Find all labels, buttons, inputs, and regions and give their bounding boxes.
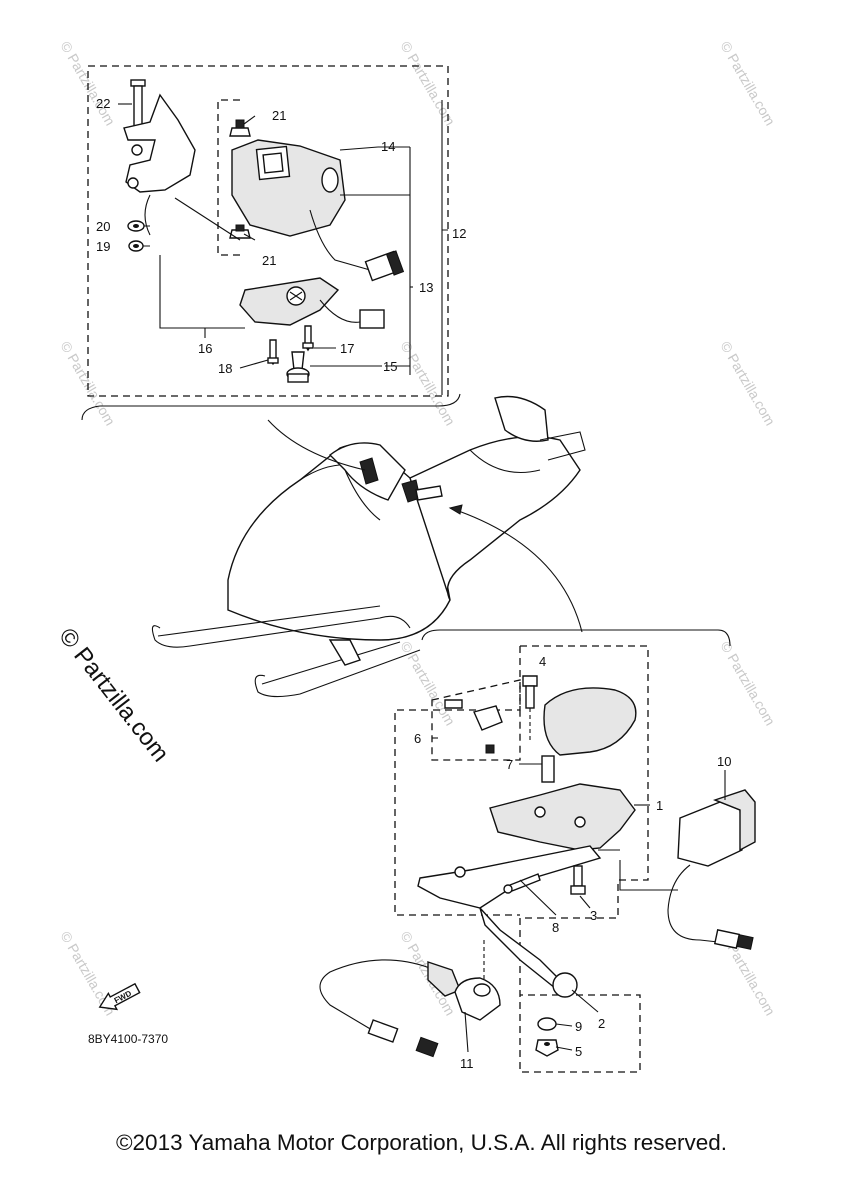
callout-6: 6 xyxy=(414,731,421,746)
callout-14: 14 xyxy=(381,139,395,154)
callout-10: 10 xyxy=(717,754,731,769)
callout-11: 11 xyxy=(460,1056,474,1071)
callout-17: 17 xyxy=(340,341,354,356)
watermark: © Partzilla.com xyxy=(397,639,458,729)
callout-12: 12 xyxy=(452,226,466,241)
diagram-code: 8BY4100-7370 xyxy=(88,1032,168,1046)
callout-19: 19 xyxy=(96,239,110,254)
upper-inset-bracket xyxy=(81,393,461,421)
switch-11 xyxy=(319,940,501,1058)
screw-18 xyxy=(267,339,279,366)
lower-callouts: 4 6 7 1 10 3 8 2 9 5 11 xyxy=(414,654,731,1071)
watermark-large: © Partzilla.com xyxy=(53,623,174,767)
watermark: © Partzilla.com xyxy=(717,339,778,429)
callout-21-bottom: 21 xyxy=(262,253,276,268)
callout-3: 3 xyxy=(590,908,597,923)
callout-20: 20 xyxy=(96,219,110,234)
washer-9 xyxy=(537,1017,557,1031)
switch-10 xyxy=(667,789,756,950)
callout-9: 9 xyxy=(575,1019,582,1034)
lever-cover xyxy=(543,687,637,756)
watermark: © Partzilla.com xyxy=(717,639,778,729)
upper-inset-frame xyxy=(87,65,449,397)
connector-cover-16 xyxy=(359,309,385,329)
screw-8 xyxy=(503,873,541,894)
watermark: © Partzilla.com xyxy=(397,339,458,429)
watermark: © Partzilla.com xyxy=(717,39,778,129)
callout-21-top: 21 xyxy=(272,108,286,123)
cover-16 xyxy=(239,277,340,326)
upper-inset xyxy=(81,65,461,421)
brake-lever-2 xyxy=(417,845,602,909)
upper-callouts: 22 21 14 12 20 19 21 13 16 17 18 15 xyxy=(96,96,466,376)
screw-15 xyxy=(286,351,310,383)
callout-7: 7 xyxy=(506,757,513,772)
bolt-3 xyxy=(570,865,586,895)
snowmobile-outline xyxy=(151,395,586,698)
callout-22: 22 xyxy=(96,96,110,111)
callout-4: 4 xyxy=(539,654,546,669)
bolt-4 xyxy=(522,675,538,740)
callout-13: 13 xyxy=(419,280,433,295)
watermark: © Partzilla.com xyxy=(397,39,458,129)
callout-18: 18 xyxy=(218,361,232,376)
throttle-housing-14 xyxy=(231,139,346,237)
grommet-21-top xyxy=(229,127,251,137)
callout-5: 5 xyxy=(575,1044,582,1059)
lower-inset-bracket xyxy=(421,629,731,647)
callout-1: 1 xyxy=(656,798,663,813)
fwd-arrow-icon: FWD xyxy=(98,982,141,1011)
callout-8: 8 xyxy=(552,920,559,935)
nut-5 xyxy=(535,1039,559,1057)
copyright-footer: ©2013 Yamaha Motor Corporation, U.S.A. A… xyxy=(115,1130,728,1155)
screw-17 xyxy=(302,325,314,352)
callout-2: 2 xyxy=(598,1016,605,1031)
lever-housing-1 xyxy=(489,783,636,851)
callout-16: 16 xyxy=(198,341,212,356)
spacer-7 xyxy=(541,755,555,783)
callout-15: 15 xyxy=(383,359,397,374)
lower-inset xyxy=(319,629,756,1073)
mount-bracket xyxy=(123,93,196,193)
parts-diagram: © Partzilla.com © Partzilla.com © Partzi… xyxy=(53,39,778,1073)
